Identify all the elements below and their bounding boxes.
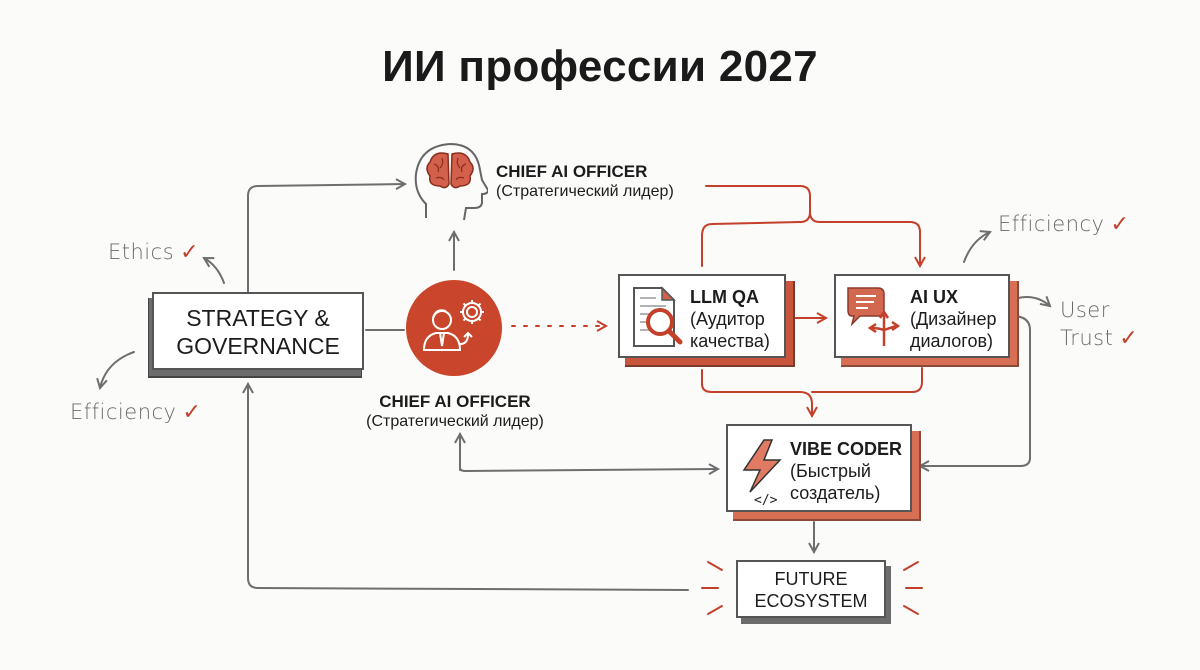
future-ecosystem-box[interactable]: FUTURE ECOSYSTEM — [736, 560, 886, 618]
arrow-aiux-to-vibe — [920, 315, 1031, 466]
chief-ai-officer-circle[interactable] — [406, 280, 502, 376]
annotation-ethics: Ethics✓ — [108, 240, 200, 265]
svg-text:</>: </> — [754, 493, 778, 506]
chief-center-caption: CHIEF AI OFFICER (Стратегический лидер) — [340, 392, 570, 432]
person-gear-icon — [422, 300, 484, 351]
future-line2: ECOSYSTEM — [754, 591, 868, 611]
future-burst-right — [903, 561, 923, 615]
check-icon: ✓ — [180, 240, 200, 265]
vibe-coder-box[interactable]: </> VIBE CODER (Быстрый создатель) — [726, 424, 912, 512]
page-title: ИИ профессии 2027 — [382, 42, 818, 91]
future-burst-left — [701, 561, 723, 615]
strategy-line2: GOVERNANCE — [176, 333, 340, 359]
llm-qa-title: LLM QA — [690, 287, 759, 307]
llm-qa-line3: качества) — [690, 331, 770, 351]
vibe-coder-line3: создатель) — [790, 483, 881, 503]
chief-top-title: CHIEF AI OFFICER — [496, 162, 648, 181]
strategy-governance-box[interactable]: STRATEGY & GOVERNANCE — [152, 292, 364, 370]
vibe-coder-title: VIBE CODER — [790, 439, 903, 459]
chat-branch-icon — [847, 287, 901, 346]
chief-top-subtitle: (Стратегический лидер) — [496, 183, 674, 200]
llm-qa-line2: (Аудитор — [690, 309, 765, 329]
ai-ux-title: AI UX — [910, 287, 959, 307]
arrow-chief-top-split — [701, 185, 811, 267]
check-icon: ✓ — [1119, 326, 1139, 351]
head-brain-icon — [414, 142, 488, 221]
ai-ux-box[interactable]: AI UX (Дизайнер диалогов) — [834, 274, 1010, 358]
lightning-code-icon: </> — [742, 439, 782, 506]
ai-ux-line2: (Дизайнер — [910, 309, 997, 329]
chief-center-subtitle: (Стратегический лидер) — [366, 413, 544, 430]
arrow-merge-to-vibe — [701, 369, 812, 416]
annotation-efficiency-right: Efficiency✓ — [998, 212, 1130, 237]
chief-ai-officer-top[interactable]: CHIEF AI OFFICER (Стратегический лидер) — [412, 140, 712, 230]
vibe-coder-line2: (Быстрый — [790, 461, 871, 481]
ai-ux-line3: диалогов) — [910, 331, 994, 351]
llm-qa-box[interactable]: LLM QA (Аудитор качества) — [618, 274, 786, 358]
check-icon: ✓ — [1110, 212, 1130, 237]
arrow-future-to-strategy — [248, 384, 689, 591]
chief-center-title: CHIEF AI OFFICER — [379, 392, 531, 411]
arrow-chief-to-vibe — [459, 468, 718, 471]
arrow-strategy-to-chief-top — [247, 184, 405, 293]
annotation-user-trust: User Trust✓ — [1060, 298, 1139, 351]
annotation-efficiency-left: Efficiency✓ — [70, 400, 202, 425]
strategy-line1: STRATEGY & — [186, 305, 330, 331]
check-icon: ✓ — [182, 400, 202, 425]
future-line1: FUTURE — [774, 569, 848, 589]
document-magnifier-icon — [633, 286, 683, 347]
